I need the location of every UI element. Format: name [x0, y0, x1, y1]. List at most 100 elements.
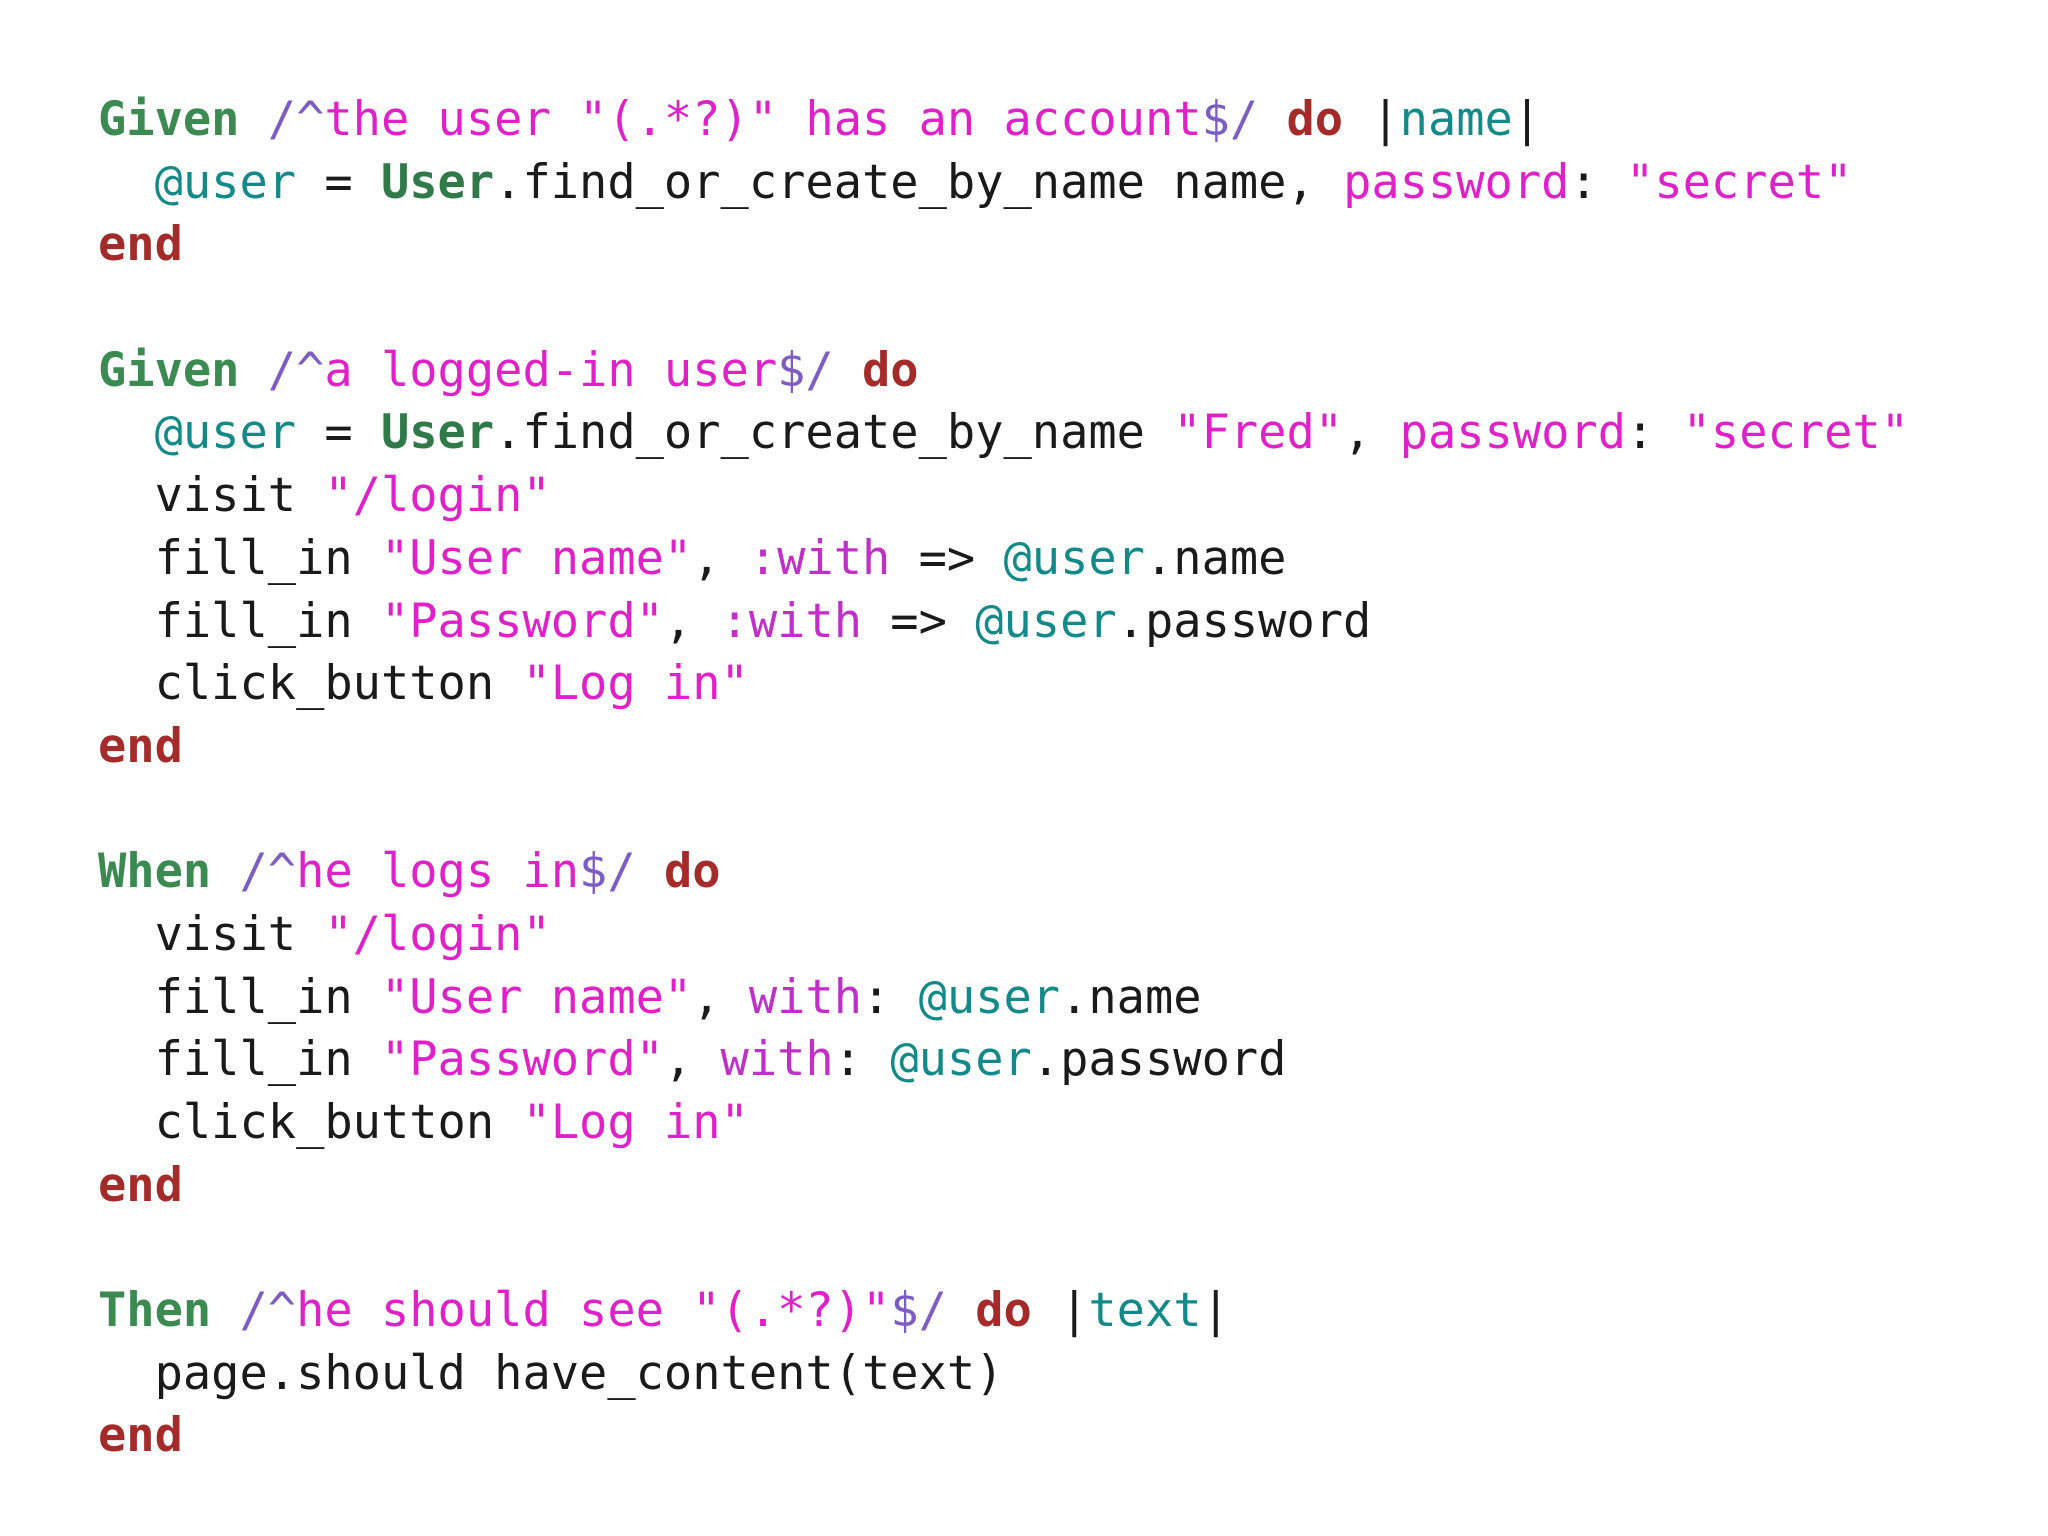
code-token: :: [862, 969, 919, 1025]
code-token: end: [98, 1157, 183, 1213]
code-line: When /^he logs in$/ do: [98, 841, 1909, 904]
code-token: User: [380, 154, 495, 210]
code-token: end: [98, 718, 183, 774]
code-token: =: [296, 154, 381, 210]
code-token: with: [748, 969, 863, 1025]
code-token: visit: [98, 906, 325, 962]
code-token: :: [1626, 405, 1683, 461]
code-token: $/: [777, 342, 834, 398]
code-token: ,: [692, 530, 749, 586]
code-line: Then /^he should see "(.*?)"$/ do |text|: [98, 1280, 1909, 1343]
code-line: visit "/login": [98, 904, 1909, 967]
code-block: Given /^the user "(.*?)" has an account$…: [98, 89, 1909, 1468]
code-token: text: [1088, 1283, 1202, 1339]
code-token: "Password": [380, 593, 664, 649]
code-line: visit "/login": [98, 465, 1909, 528]
code-line: fill_in "User name", with: @user.name: [98, 967, 1909, 1030]
code-token: @user: [154, 405, 297, 461]
code-token: .name: [1060, 969, 1202, 1025]
code-token: "User name": [380, 530, 693, 586]
code-token: do: [862, 342, 919, 398]
code-token: [834, 343, 862, 398]
code-token: $/: [579, 844, 636, 900]
code-token: password: [1399, 405, 1627, 461]
code-token: with: [720, 1032, 834, 1088]
code-token: :: [1569, 154, 1627, 210]
code-token: :with: [720, 593, 863, 649]
code-token: the user "(.*?)" has an account: [324, 92, 1202, 147]
code-token: fill_in: [98, 530, 381, 586]
code-token: [98, 405, 155, 460]
code-token: he logs in: [296, 844, 580, 900]
code-token: Then: [98, 1283, 212, 1339]
code-token: do: [975, 1283, 1032, 1339]
code-line: ​: [98, 277, 1909, 340]
code-token: :with: [748, 530, 891, 586]
code-token: User: [380, 405, 495, 461]
code-token: /^: [239, 844, 297, 900]
code-token: [211, 1283, 239, 1338]
code-token: =>: [862, 593, 976, 649]
code-token: .password: [1031, 1032, 1287, 1088]
code-line: @user = User.find_or_create_by_name "Fre…: [98, 402, 1909, 465]
code-token: @user: [975, 593, 1117, 649]
code-line: click_button "Log in": [98, 1092, 1909, 1155]
code-line: click_button "Log in": [98, 653, 1909, 716]
code-token: password: [1343, 154, 1570, 210]
code-line: end: [98, 1405, 1909, 1468]
code-token: [947, 1283, 975, 1338]
code-token: @user: [1003, 530, 1145, 586]
code-token: [239, 343, 267, 398]
code-token: |: [1031, 1283, 1089, 1339]
code-token: "secret": [1626, 154, 1853, 210]
code-token: he should see "(.*?)": [296, 1283, 891, 1339]
code-token: ,: [663, 1032, 721, 1088]
code-token: @user: [890, 1032, 1032, 1088]
code-token: .password: [1116, 593, 1372, 649]
code-line: end: [98, 214, 1909, 277]
code-token: "Password": [380, 1032, 664, 1088]
code-token: fill_in: [98, 969, 381, 1025]
code-token: "/login": [324, 906, 551, 962]
code-line: ​: [98, 1217, 1909, 1280]
code-token: Given: [98, 92, 240, 147]
code-token: "Fred": [1173, 405, 1344, 461]
code-token: end: [98, 1408, 183, 1464]
code-token: .name: [1144, 530, 1287, 586]
code-token: click_button: [98, 656, 523, 712]
code-token: do: [663, 844, 721, 900]
code-token: page.should have_content(text): [98, 1345, 1004, 1401]
code-token: end: [98, 217, 183, 273]
code-token: ,: [692, 969, 749, 1025]
code-token: [211, 844, 239, 899]
code-token: ,: [663, 593, 721, 649]
code-line: fill_in "User name", :with => @user.name: [98, 528, 1909, 591]
code-token: "Log in": [522, 1095, 749, 1150]
code-token: "Log in": [522, 656, 749, 712]
code-token: [636, 844, 664, 899]
code-token: |: [1201, 1283, 1230, 1339]
code-token: "User name": [380, 969, 693, 1025]
code-token: /^: [239, 1283, 297, 1339]
code-token: visit: [98, 468, 325, 524]
code-line: fill_in "Password", with: @user.password: [98, 1029, 1909, 1092]
code-token: @user: [918, 969, 1061, 1025]
code-token: When: [98, 844, 212, 900]
code-token: [1258, 92, 1286, 147]
code-token: name: [1399, 92, 1513, 147]
code-line: Given /^a logged-in user$/ do: [98, 340, 1909, 403]
code-token: click_button: [98, 1095, 523, 1150]
code-token: =>: [890, 530, 1004, 586]
code-token: $/: [1201, 92, 1259, 147]
code-token: :: [833, 1032, 891, 1088]
code-token: |: [1343, 92, 1400, 147]
code-token: /^: [267, 342, 325, 398]
code-token: .find_or_create_by_name name,: [494, 154, 1344, 210]
code-token: .find_or_create_by_name: [494, 405, 1174, 461]
code-token: "secret": [1682, 405, 1909, 461]
code-token: a logged-in user: [324, 342, 778, 398]
code-token: fill_in: [98, 593, 381, 649]
code-line: page.should have_content(text): [98, 1343, 1909, 1406]
code-token: [239, 92, 267, 147]
code-token: ,: [1343, 405, 1400, 461]
